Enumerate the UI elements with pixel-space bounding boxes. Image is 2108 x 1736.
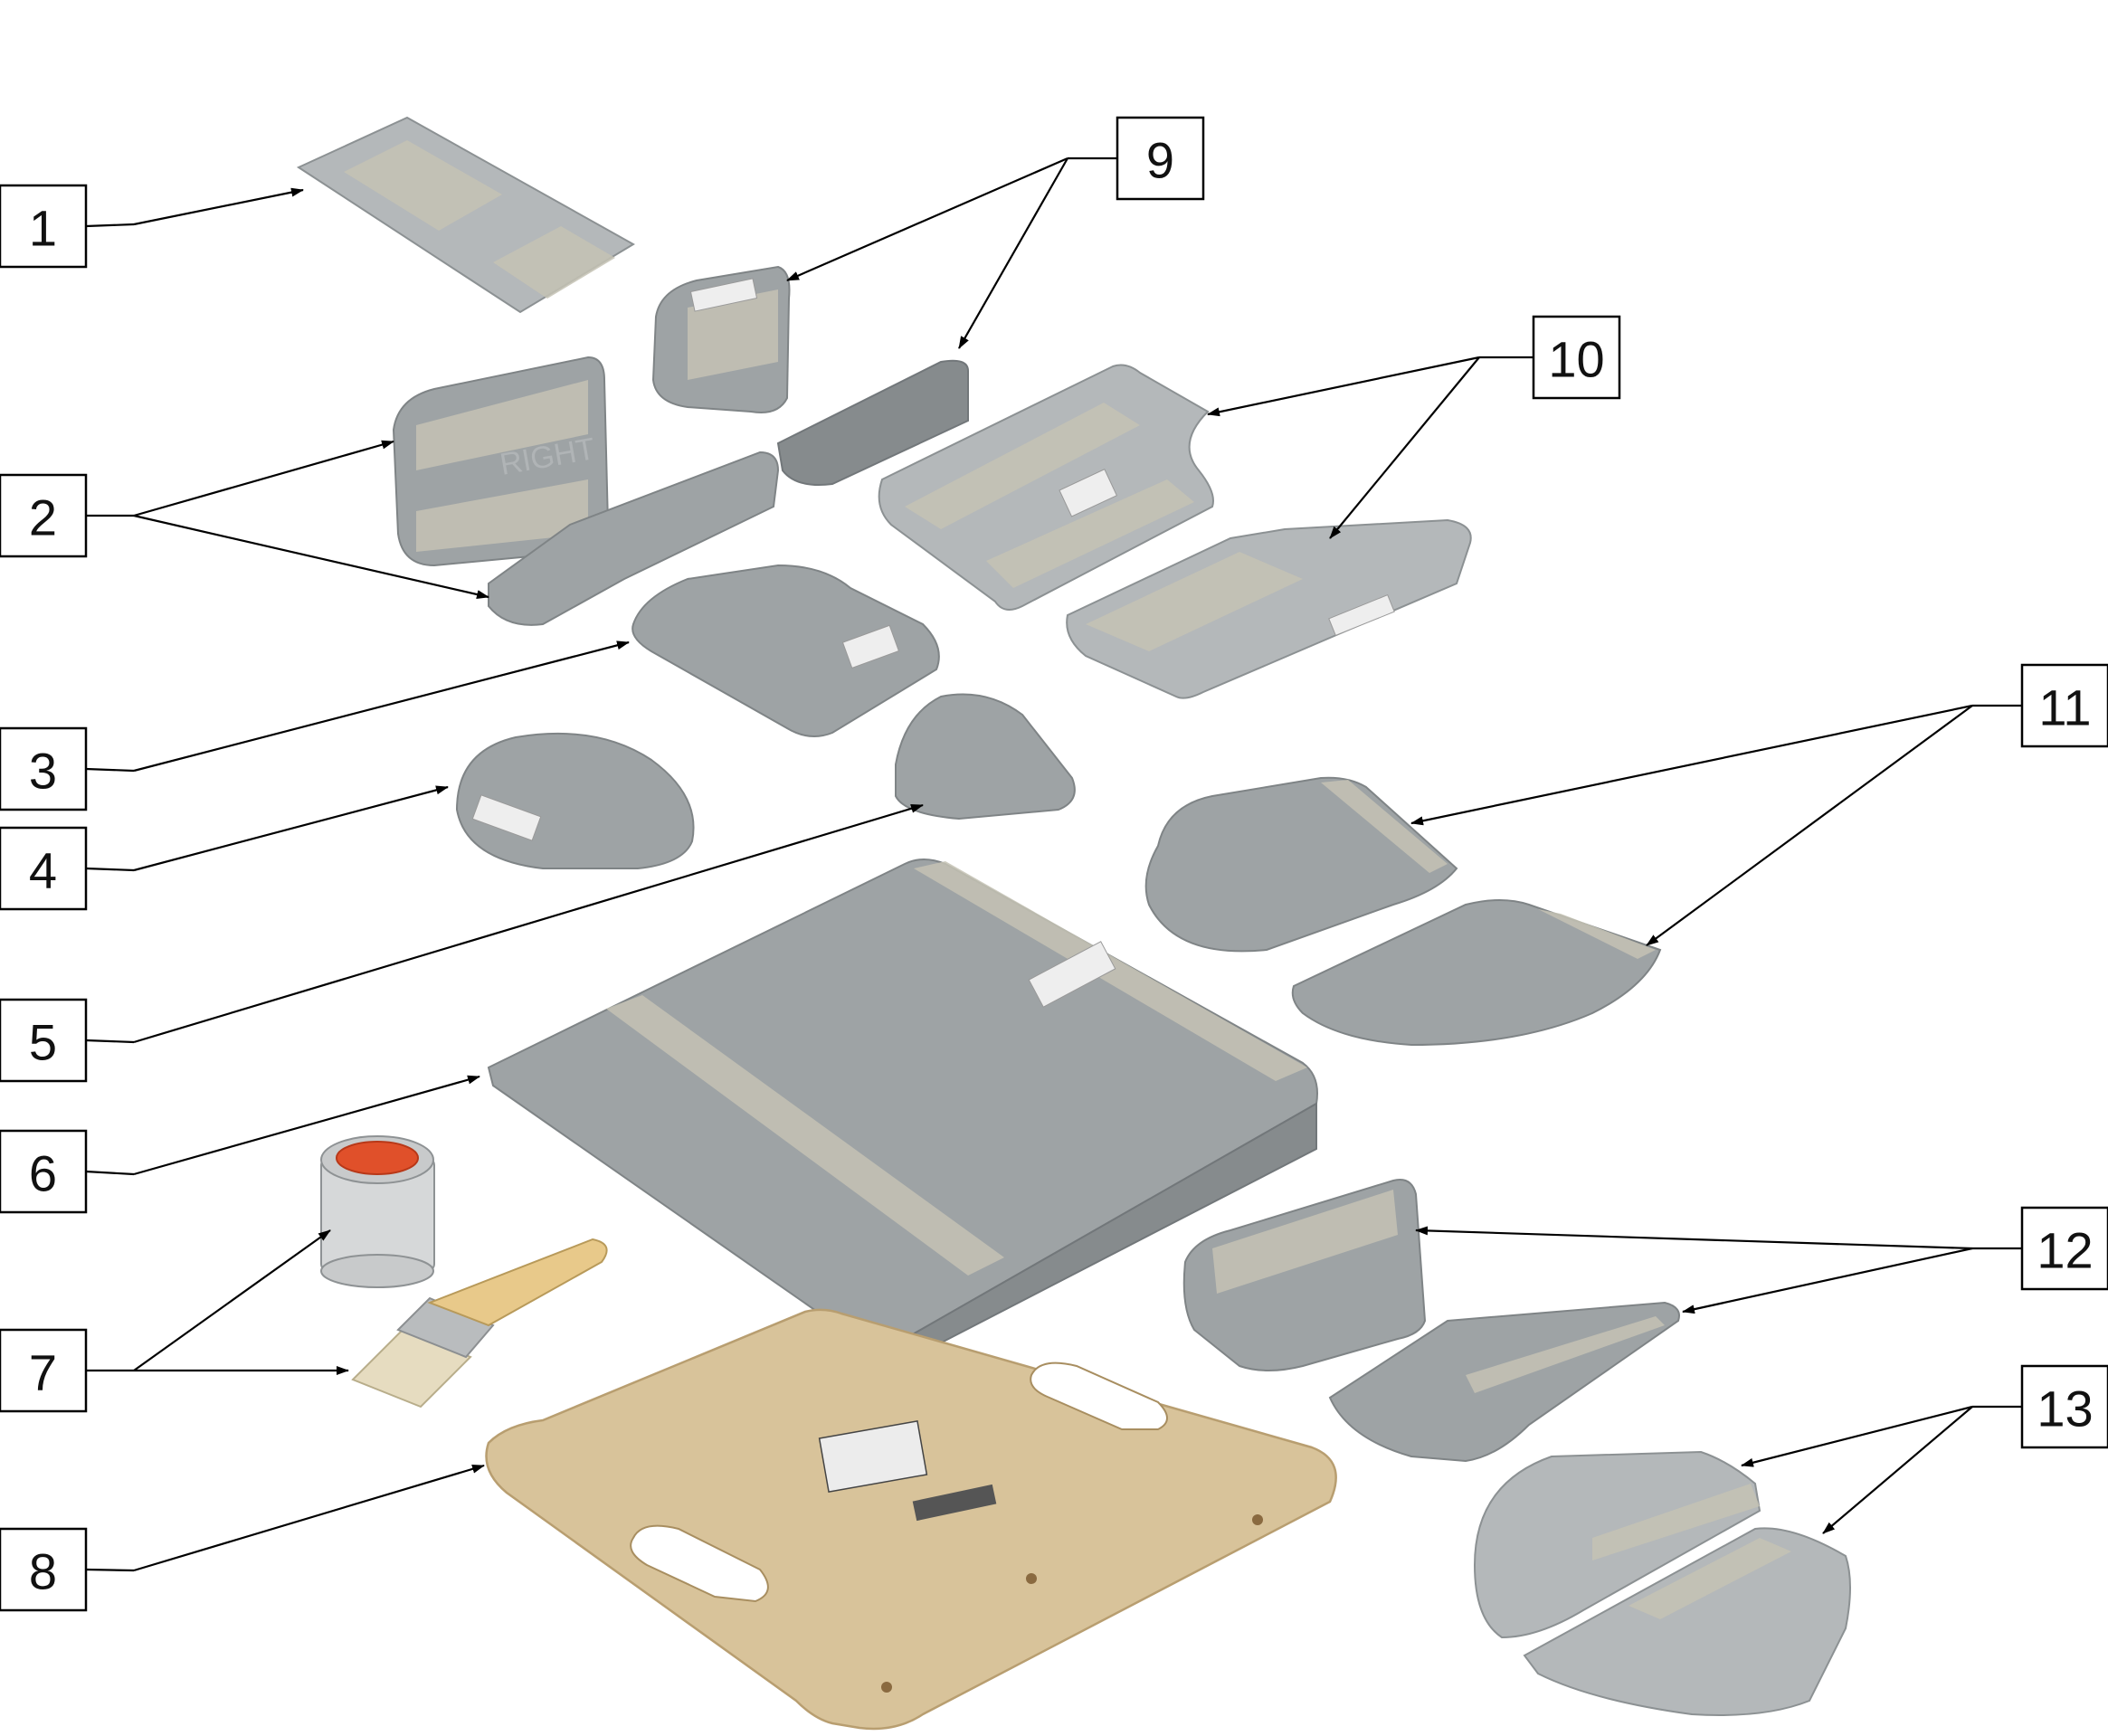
callout-11: 11	[2020, 663, 2108, 748]
callout-5: 5	[0, 998, 88, 1083]
leader-arrow-7-1	[133, 1229, 331, 1371]
part-3-wedge	[631, 564, 940, 737]
callout-box-1	[0, 184, 88, 269]
part-7-brush	[351, 1238, 608, 1409]
callout-box-10	[1532, 315, 1621, 400]
part-1-pad	[296, 116, 635, 314]
callout-number-8: 8	[29, 1543, 57, 1600]
callout-number-5: 5	[29, 1014, 57, 1071]
leader-arrow-3-1	[133, 640, 630, 773]
leader-arrow-1-1	[133, 187, 304, 226]
leader-arrow-12-1	[1415, 1226, 1973, 1250]
part-6-large-wedge	[487, 859, 1318, 1363]
callout-box-11	[2020, 663, 2108, 748]
leader-arrow-6-1	[133, 1075, 480, 1176]
callout-box-12	[2020, 1206, 2108, 1291]
brush-handle	[427, 1238, 608, 1327]
leader-arrow-2-1	[133, 440, 394, 517]
callout-number-12: 12	[2037, 1222, 2093, 1279]
callout-box-7	[0, 1328, 88, 1413]
leader-arrow-13-1	[1741, 1405, 1973, 1467]
callout-8: 8	[0, 1527, 88, 1612]
callout-7: 7	[0, 1328, 88, 1413]
base-label	[818, 1420, 928, 1493]
callout-number-6: 6	[29, 1145, 57, 1202]
callout-10: 10	[1532, 315, 1621, 400]
callout-number-3: 3	[29, 743, 57, 800]
callout-13: 13	[2020, 1364, 2108, 1449]
callout-box-4	[0, 826, 88, 911]
callout-number-13: 13	[2037, 1380, 2093, 1437]
leader-arrow-11-2	[1646, 705, 1973, 946]
part-12-lower	[1328, 1301, 1680, 1463]
leader-stub-3	[85, 767, 135, 773]
leader-arrow-11-1	[1410, 704, 1973, 826]
part-4-dome	[455, 732, 695, 869]
callout-number-7: 7	[29, 1344, 57, 1401]
callout-number-4: 4	[29, 842, 57, 899]
callout-4: 4	[0, 826, 88, 911]
part-13-upper	[1473, 1450, 1761, 1639]
part-8-wooden-base	[485, 1308, 1337, 1731]
leader-arrow-9-1	[786, 157, 1068, 282]
part-2-lower-piece	[488, 451, 780, 626]
leader-arrow-2-2	[133, 514, 489, 599]
part-11-upper	[1144, 776, 1458, 953]
callout-box-9	[1116, 116, 1205, 201]
callout-12: 12	[2020, 1206, 2108, 1291]
leader-arrow-5-1	[133, 803, 924, 1044]
leader-arrow-13-2	[1822, 1406, 1973, 1534]
can-lid	[336, 1141, 419, 1175]
callout-box-5	[0, 998, 88, 1083]
leader-arrow-10-1	[1207, 356, 1480, 417]
callout-box-13	[2020, 1364, 2108, 1449]
leader-stub-4	[85, 867, 135, 872]
leader-arrow-10-2	[1329, 356, 1480, 539]
part-5-small-dome	[895, 693, 1076, 821]
callout-number-2: 2	[29, 489, 57, 546]
part-9-upper-block	[651, 265, 791, 413]
callout-9: 9	[1116, 116, 1205, 201]
leader-arrow-12-2	[1682, 1247, 1973, 1314]
callout-number-11: 11	[2038, 679, 2091, 736]
leader-stub-5	[85, 1039, 135, 1044]
callout-3: 3	[0, 726, 88, 811]
leader-arrow-8-1	[133, 1464, 485, 1572]
callout-box-2	[0, 473, 88, 558]
part-11-lower	[1291, 899, 1662, 1047]
part-9-lower-wedge	[776, 359, 969, 486]
part-13-lower	[1523, 1527, 1851, 1716]
callout-number-10: 10	[1548, 331, 1604, 388]
leader-arrow-4-1	[133, 785, 449, 872]
leader-stub-6	[85, 1170, 135, 1176]
callout-1: 1	[0, 184, 88, 269]
callout-number-1: 1	[29, 200, 57, 257]
leader-arrow-9-2	[958, 157, 1068, 349]
leader-lines	[85, 157, 2022, 1572]
part-10-lower	[1066, 518, 1472, 699]
callout-number-9: 9	[1146, 132, 1174, 189]
part-10-upper	[878, 364, 1214, 611]
callout-6: 6	[0, 1129, 88, 1214]
leader-stub-1	[85, 223, 135, 228]
part-2-upper-piece: RIGHT	[392, 356, 610, 567]
part-12-upper	[1182, 1179, 1427, 1371]
callout-2: 2	[0, 473, 88, 558]
callout-box-6	[0, 1129, 88, 1214]
callout-box-8	[0, 1527, 88, 1612]
callout-box-3	[0, 726, 88, 811]
part-7-glue-can	[320, 1135, 435, 1288]
